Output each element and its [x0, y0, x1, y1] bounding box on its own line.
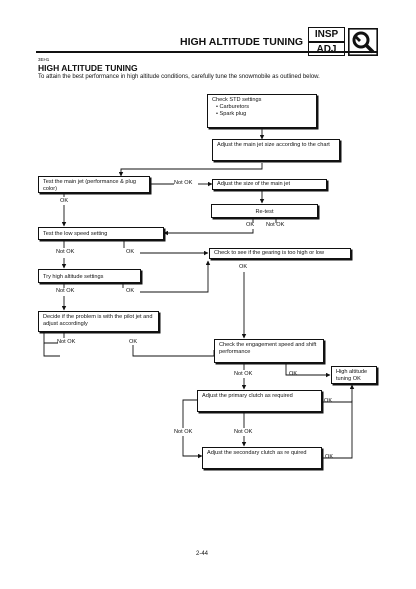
- box-high-altitude-ok: High altitude tuning OK: [331, 366, 377, 384]
- box-try-high-altitude: Try high altitude settings: [38, 269, 141, 283]
- label-ok-retest: OK: [246, 222, 255, 228]
- check-std-title: Check STD settings: [212, 97, 262, 103]
- label-ok-engagement: OK: [289, 371, 298, 377]
- label-not-ok-high-altitude: Not OK: [56, 288, 75, 294]
- box-adjust-main-jet-size: Adjust the size of the main jet: [212, 179, 327, 190]
- label-not-ok-decide: Not OK: [57, 339, 76, 345]
- box-check-gearing: Check to see if the gearing is too high …: [209, 248, 351, 259]
- label-not-ok-retest: Not OK: [266, 222, 285, 228]
- label-ok-decide: OK: [129, 339, 138, 345]
- box-check-engagement: Check the engagement speed and shift per…: [214, 339, 324, 363]
- header-rule: [36, 51, 378, 53]
- label-not-ok-main-jet: Not OK: [174, 180, 193, 186]
- badge-divider: [309, 41, 344, 43]
- label-ok-main-jet: OK: [60, 198, 69, 204]
- check-std-item-spark-plug: • Spark plug: [216, 111, 247, 117]
- label-not-ok-low-speed: Not OK: [56, 249, 75, 255]
- label-ok-high-altitude: OK: [126, 288, 135, 294]
- box-adjust-primary-clutch: Adjust the primary clutch as required: [197, 390, 322, 412]
- label-not-ok-engagement: Not OK: [234, 371, 253, 377]
- label-ok-gearing: OK: [239, 264, 248, 270]
- check-std-item-carburetors: • Carburetors: [216, 104, 250, 110]
- page-header-title: HIGH ALTITUDE TUNING: [180, 36, 304, 48]
- box-test-main-jet: Test the main jet (performance & plug co…: [38, 176, 150, 193]
- section-intro: To attain the best performance in high a…: [38, 74, 320, 80]
- badge-top-label: INSP: [314, 29, 339, 40]
- page-number: 2-44: [196, 551, 209, 557]
- wrench-magnifier-icon: [348, 28, 378, 56]
- box-adjust-secondary-clutch: Adjust the secondary clutch as re quired: [202, 447, 322, 469]
- section-code: 3EH1: [38, 57, 50, 62]
- box-decide-pilot-jet: Decide if the problem is with the pilot …: [38, 311, 159, 332]
- insp-adj-badge: INSP ADJ: [308, 27, 345, 56]
- label-ok-primary: OK: [324, 398, 333, 404]
- box-check-std: Check STD settings • Carburetors • Spark…: [207, 94, 317, 128]
- box-retest: Re-test: [211, 204, 318, 218]
- label-not-ok-primary: Not OK: [234, 429, 253, 435]
- badge-bottom-label: ADJ: [316, 43, 337, 55]
- label-ok-low-speed: OK: [126, 249, 135, 255]
- box-adjust-main-jet-chart: Adjust the main jet size according to th…: [212, 139, 340, 161]
- label-ok-secondary: OK: [325, 454, 334, 460]
- section-title: HIGH ALTITUDE TUNING: [38, 63, 138, 73]
- box-test-low-speed: Test the low speed setting: [38, 227, 164, 240]
- label-not-ok-primary-left: Not OK: [174, 429, 193, 435]
